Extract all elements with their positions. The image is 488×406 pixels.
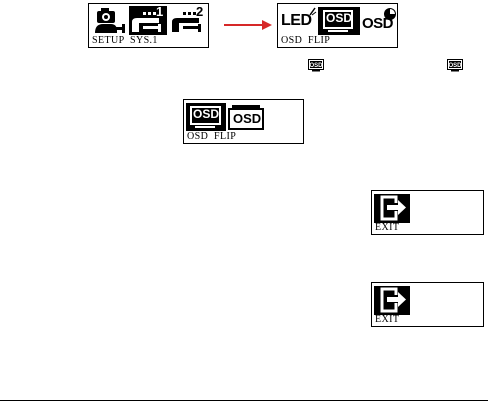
sys2-tab[interactable]: 2 [169,6,207,35]
sys2-tab-number: 2 [196,4,203,19]
osd-menu-screen: LED OSD OSD OSD FLIP [277,3,398,48]
sys1-tab-selected[interactable]: 1 [129,6,167,35]
osd-selected-tab[interactable]: OSD [318,7,360,35]
osd-flip-screen: OSD OSD OSD FLIP [183,99,304,144]
osd-flipped-tab[interactable]: OSD [228,105,264,131]
osd-icon: OSD [447,59,463,72]
svg-text:OSD: OSD [309,63,323,69]
osd-flipped-label: OSD [233,111,261,126]
osd-flip-label: OSD FLIP [187,131,236,142]
exit-door-icon [374,194,410,223]
led-label[interactable]: LED [281,12,312,30]
transition-arrow [224,19,274,31]
svg-text:OSD: OSD [448,63,462,69]
osd-selected-tab[interactable]: OSD [186,103,226,131]
exit-screen-2: EXIT [371,282,484,327]
exit-label: EXIT [375,222,399,233]
setup-camera-icon [93,7,127,35]
led-spark-icon [309,6,317,16]
exit-door-icon [374,286,410,315]
osd-selected-label: OSD [193,107,219,121]
page-divider [0,400,488,401]
sys1-tab-number: 1 [156,4,163,19]
osd-selected-label: OSD [326,11,352,25]
osd-menu-label: OSD FLIP [281,35,330,46]
exit-label: EXIT [375,314,399,325]
exit-tab-selected[interactable] [374,194,410,223]
exit-tab-selected[interactable] [374,286,410,315]
osd-rotate-icon [383,7,397,21]
osd-icon: OSD [308,59,324,72]
exit-screen-1: EXIT [371,190,484,235]
setup-menu-label: SETUP SYS.1 [92,35,158,46]
setup-menu-screen: 1 2 SETUP SYS.1 [88,3,209,48]
